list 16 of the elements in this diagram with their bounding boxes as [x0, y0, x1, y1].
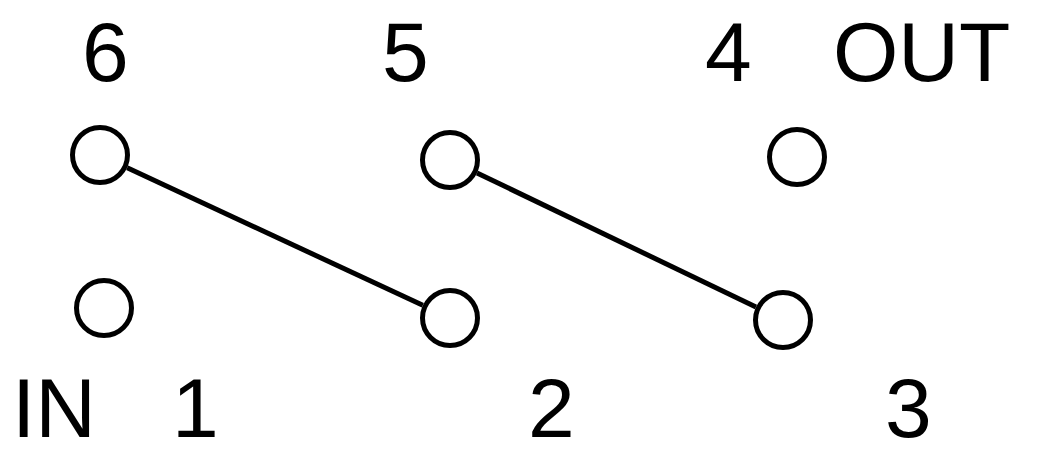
terminal-circle: [420, 288, 480, 348]
terminal-circle: [420, 130, 480, 190]
terminal-label: 4: [705, 10, 752, 94]
connection-line: [475, 170, 758, 310]
terminal-label: 2: [528, 366, 575, 450]
terminal-label: IN: [12, 366, 96, 450]
terminal-circle: [753, 290, 813, 350]
terminal-label: 5: [382, 10, 429, 94]
terminal-circle: [74, 278, 134, 338]
connection-line: [126, 165, 424, 308]
terminal-label: OUT: [833, 10, 1011, 94]
terminal-label: 1: [172, 366, 219, 450]
terminal-circle: [70, 125, 130, 185]
terminal-circle: [767, 127, 827, 187]
terminal-label: 3: [885, 366, 932, 450]
terminal-label: 6: [82, 10, 129, 94]
